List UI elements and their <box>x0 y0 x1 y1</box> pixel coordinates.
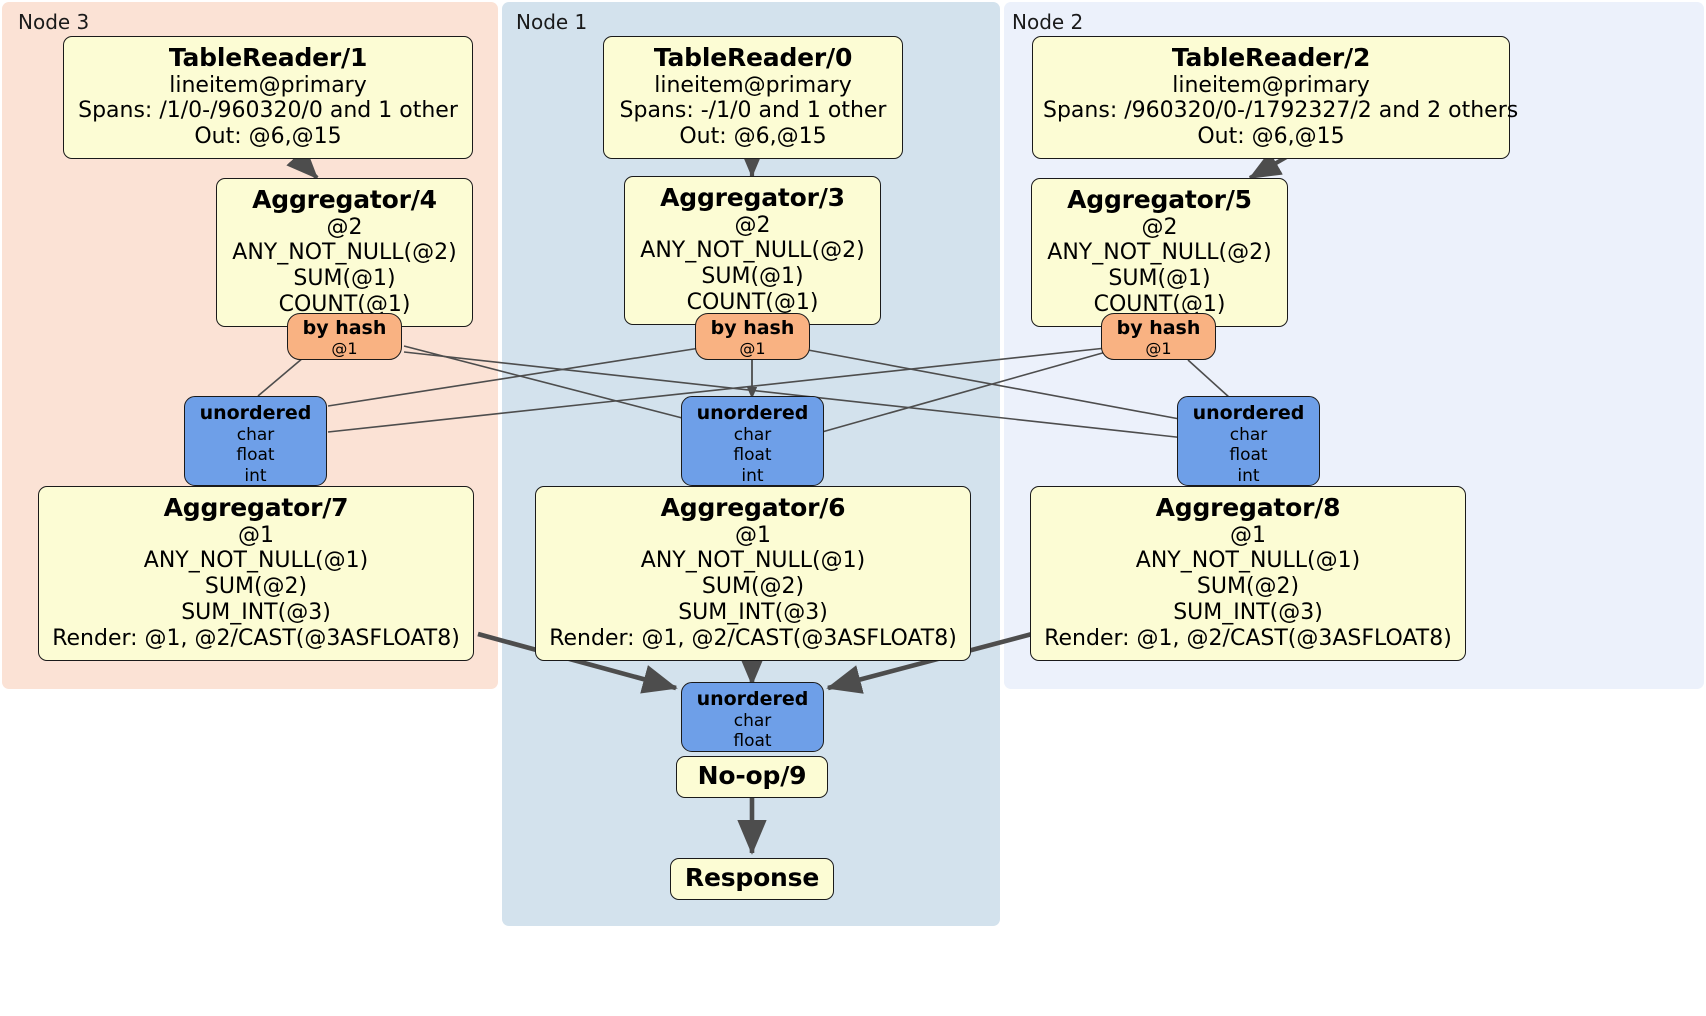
router-title: by hash <box>710 317 795 339</box>
processor-title: Aggregator/4 <box>252 185 437 214</box>
processor-agg-1: SUM(@2) <box>701 574 805 600</box>
router-title: by hash <box>302 317 387 339</box>
processor-table: lineitem@primary <box>169 72 367 98</box>
processor-agg-1: SUM(@1) <box>1108 266 1211 292</box>
processor-agg-0: ANY_NOT_NULL(@2) <box>1047 240 1272 266</box>
processor-agg-1: SUM(@1) <box>701 264 804 290</box>
processor-out: Out: @6,@15 <box>1197 124 1345 150</box>
synchronizer-unordered-node3[interactable]: unordered char float int <box>184 396 327 486</box>
router-by-hash-node1[interactable]: by hash @1 <box>695 313 810 360</box>
processor-spans: Spans: -/1/0 and 1 other <box>619 98 887 124</box>
processor-box-aggregator-7[interactable]: Aggregator/7 @1 ANY_NOT_NULL(@1) SUM(@2)… <box>38 486 474 662</box>
processor-out: Out: @6,@15 <box>194 124 342 150</box>
processor-box-aggregator-8[interactable]: Aggregator/8 @1 ANY_NOT_NULL(@1) SUM(@2)… <box>1030 486 1466 662</box>
synchronizer-type-1: float <box>1229 445 1268 466</box>
processor-title: No-op/9 <box>697 761 807 790</box>
processor-box-tablereader-0[interactable]: TableReader/0 lineitem@primary Spans: -/… <box>603 36 903 160</box>
processor-title: TableReader/2 <box>1171 43 1371 72</box>
processor-render: Render: @1, @2/CAST(@3ASFLOAT8) <box>52 626 460 652</box>
processor-group-cols: @1 <box>238 522 274 548</box>
processor-table: lineitem@primary <box>654 72 852 98</box>
processor-title: Aggregator/3 <box>660 183 845 212</box>
synchronizer-unordered-node2[interactable]: unordered char float int <box>1177 396 1320 486</box>
synchronizer-title: unordered <box>1192 402 1305 424</box>
processor-agg-1: SUM(@2) <box>204 574 308 600</box>
processor-agg-1: SUM(@1) <box>293 266 396 292</box>
processor-agg-2: COUNT(@1) <box>686 290 819 316</box>
processor-box-response[interactable]: Response <box>670 858 834 900</box>
processor-agg-0: ANY_NOT_NULL(@2) <box>232 240 457 266</box>
processor-agg-2: SUM_INT(@3) <box>678 600 828 626</box>
processor-group-cols: @2 <box>734 212 771 238</box>
router-title: by hash <box>1116 317 1201 339</box>
router-columns: @1 <box>1145 338 1172 358</box>
node-panel-label-node2: Node 2 <box>1012 10 1084 34</box>
processor-spans: Spans: /960320/0-/1792327/2 and 2 others <box>1043 98 1519 124</box>
processor-title: Aggregator/7 <box>163 493 349 522</box>
router-by-hash-node2[interactable]: by hash @1 <box>1101 313 1216 360</box>
synchronizer-type-2: int <box>741 465 764 486</box>
processor-agg-1: SUM(@2) <box>1196 574 1300 600</box>
processor-agg-2: SUM_INT(@3) <box>181 600 331 626</box>
synchronizer-type-0: char <box>733 710 772 731</box>
processor-agg-2: SUM_INT(@3) <box>1173 600 1323 626</box>
processor-group-cols: @1 <box>735 522 771 548</box>
node-panel-label-node3: Node 3 <box>18 10 90 34</box>
synchronizer-unordered-node1[interactable]: unordered char float int <box>681 396 824 486</box>
processor-table: lineitem@primary <box>1172 72 1370 98</box>
processor-box-aggregator-5[interactable]: Aggregator/5 @2 ANY_NOT_NULL(@2) SUM(@1)… <box>1031 178 1288 328</box>
processor-box-tablereader-2[interactable]: TableReader/2 lineitem@primary Spans: /9… <box>1032 36 1519 160</box>
processor-box-aggregator-3[interactable]: Aggregator/3 @2 ANY_NOT_NULL(@2) SUM(@1)… <box>624 176 881 326</box>
processor-title: TableReader/1 <box>168 43 368 72</box>
synchronizer-type-0: char <box>1229 424 1268 445</box>
synchronizer-type-1: float <box>733 731 772 752</box>
processor-agg-0: ANY_NOT_NULL(@1) <box>143 548 369 574</box>
processor-agg-0: ANY_NOT_NULL(@1) <box>1135 548 1361 574</box>
processor-out: Out: @6,@15 <box>679 124 827 150</box>
synchronizer-title: unordered <box>199 402 312 424</box>
synchronizer-unordered-final[interactable]: unordered char float <box>681 682 824 752</box>
processor-title: Aggregator/8 <box>1155 493 1341 522</box>
processor-box-noop-9[interactable]: No-op/9 <box>676 756 828 798</box>
processor-box-aggregator-6[interactable]: Aggregator/6 @1 ANY_NOT_NULL(@1) SUM(@2)… <box>535 486 971 662</box>
processor-box-aggregator-4[interactable]: Aggregator/4 @2 ANY_NOT_NULL(@2) SUM(@1)… <box>216 178 473 328</box>
processor-render: Render: @1, @2/CAST(@3ASFLOAT8) <box>549 626 957 652</box>
processor-agg-0: ANY_NOT_NULL(@1) <box>640 548 866 574</box>
processor-agg-0: ANY_NOT_NULL(@2) <box>640 238 865 264</box>
processor-spans: Spans: /1/0-/960320/0 and 1 other <box>78 98 458 124</box>
synchronizer-title: unordered <box>696 688 809 710</box>
processor-box-tablereader-1[interactable]: TableReader/1 lineitem@primary Spans: /1… <box>63 36 473 160</box>
processor-group-cols: @2 <box>1141 214 1178 240</box>
processor-group-cols: @1 <box>1230 522 1266 548</box>
router-columns: @1 <box>739 338 766 358</box>
node-panel-label-node1: Node 1 <box>516 10 588 34</box>
router-by-hash-node3[interactable]: by hash @1 <box>287 313 402 360</box>
synchronizer-type-1: float <box>733 445 772 466</box>
router-columns: @1 <box>331 338 358 358</box>
synchronizer-type-1: float <box>236 445 275 466</box>
synchronizer-title: unordered <box>696 402 809 424</box>
synchronizer-type-2: int <box>244 465 267 486</box>
synchronizer-type-0: char <box>733 424 772 445</box>
synchronizer-type-2: int <box>1237 465 1260 486</box>
processor-title: Response <box>684 863 820 892</box>
synchronizer-type-0: char <box>236 424 275 445</box>
processor-title: Aggregator/5 <box>1067 185 1252 214</box>
processor-title: Aggregator/6 <box>660 493 846 522</box>
processor-render: Render: @1, @2/CAST(@3ASFLOAT8) <box>1044 626 1452 652</box>
processor-group-cols: @2 <box>326 214 363 240</box>
processor-title: TableReader/0 <box>653 43 853 72</box>
